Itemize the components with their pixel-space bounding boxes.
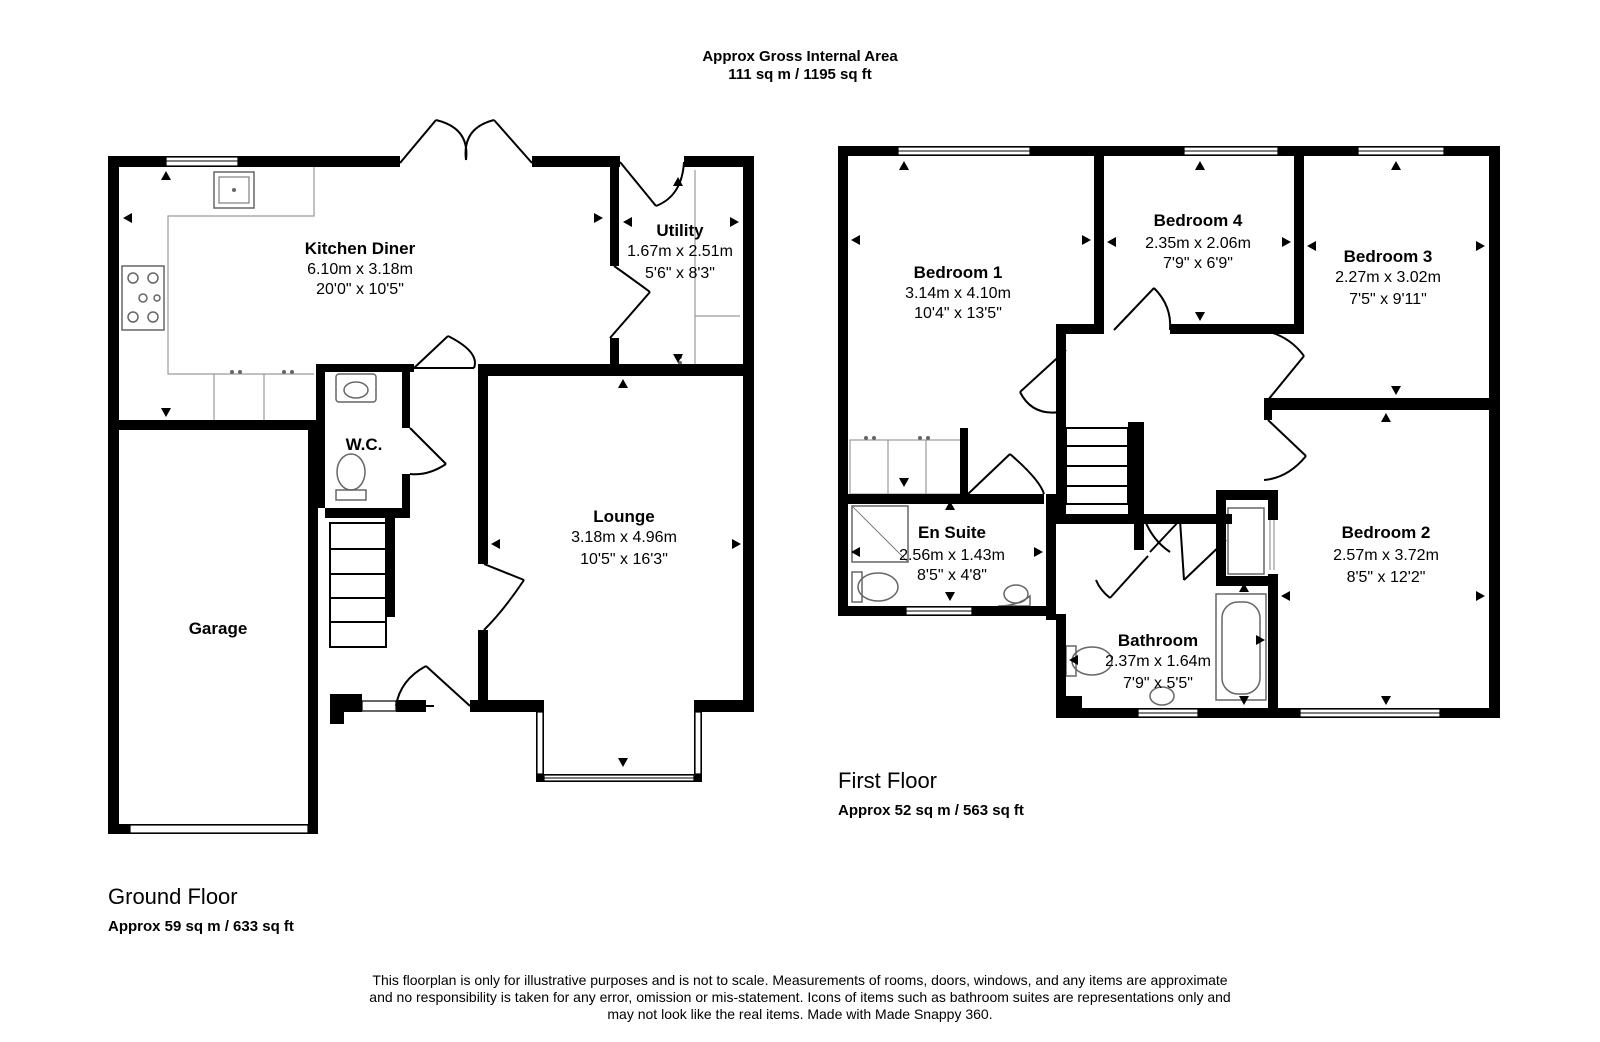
wc-fixtures — [335, 373, 377, 501]
first-floor-plan — [838, 146, 1500, 718]
garage-name: Garage — [189, 619, 248, 638]
disclaimer-line-1: This floorplan is only for illustrative … — [372, 972, 1228, 988]
wc-name: W.C. — [346, 435, 383, 454]
lounge-imperial: 10'5" x 16'3" — [580, 551, 668, 568]
ground-floor-walls — [108, 156, 754, 834]
room-labels: Kitchen Diner 6.10m x 3.18m 20'0" x 10'5… — [189, 211, 1441, 692]
bathroom-metric: 2.37m x 1.64m — [1105, 653, 1211, 670]
ground-stairs — [329, 515, 395, 648]
gross-area-value: 111 sq m / 1195 sq ft — [728, 66, 872, 83]
utility-imperial: 5'6" x 8'3" — [645, 265, 715, 282]
bedroom3-imperial: 7'5" x 9'11" — [1349, 291, 1427, 308]
kitchen-worktop — [116, 165, 740, 420]
window-lines — [166, 160, 694, 779]
ff-window-lines — [898, 150, 1444, 714]
ensuite-imperial: 8'5" x 4'8" — [917, 567, 987, 584]
first-stairs — [1065, 427, 1129, 505]
ensuite-metric: 2.56m x 1.43m — [899, 547, 1005, 564]
first-floor-doors — [967, 287, 1307, 599]
kitchen-imperial: 20'0" x 10'5" — [316, 281, 404, 298]
bedroom2-metric: 2.57m x 3.72m — [1333, 547, 1439, 564]
sink-icon — [213, 171, 255, 209]
ground-floor-area: Approx 59 sq m / 633 sq ft — [108, 918, 294, 935]
bathroom-imperial: 7'9" x 5'5" — [1123, 675, 1193, 692]
ground-floor-doors — [395, 119, 685, 707]
bedroom4-name: Bedroom 4 — [1154, 211, 1243, 230]
wardrobe-knobs — [864, 436, 930, 440]
first-floor-area: Approx 52 sq m / 563 sq ft — [838, 802, 1024, 819]
first-floor-walls — [838, 146, 1500, 718]
disclaimer-line-3: may not look like the real items. Made w… — [607, 1006, 993, 1022]
ground-floor-title: Ground Floor — [108, 884, 238, 909]
bedroom1-metric: 3.14m x 4.10m — [905, 285, 1011, 302]
bedroom1-name: Bedroom 1 — [914, 263, 1003, 282]
ensuite-fixtures — [851, 505, 1031, 607]
disclaimer-line-2: and no responsibility is taken for any e… — [369, 989, 1231, 1005]
bedroom1-wardrobes — [849, 439, 963, 495]
first-floor-title: First Floor — [838, 768, 937, 793]
bedroom4-imperial: 7'9" x 6'9" — [1163, 255, 1233, 272]
kitchen-name: Kitchen Diner — [305, 239, 416, 258]
kitchen-metric: 6.10m x 3.18m — [307, 261, 413, 278]
lounge-metric: 3.18m x 4.96m — [571, 529, 677, 546]
bedroom4-metric: 2.35m x 2.06m — [1145, 235, 1251, 252]
bedroom3-metric: 2.27m x 3.02m — [1335, 269, 1441, 286]
gross-area-title: Approx Gross Internal Area — [702, 48, 898, 65]
ground-floor-plan — [108, 119, 754, 834]
hob-icon — [121, 265, 165, 331]
lounge-name: Lounge — [593, 507, 654, 526]
bedroom2-imperial: 8'5" x 12'2" — [1347, 569, 1426, 586]
bedroom1-imperial: 10'4" x 13'5" — [914, 305, 1002, 322]
bedroom3-name: Bedroom 3 — [1344, 247, 1433, 266]
bathroom-name: Bathroom — [1118, 631, 1198, 650]
utility-name: Utility — [656, 221, 704, 240]
disclaimer: This floorplan is only for illustrative … — [300, 972, 1300, 1023]
ensuite-name: En Suite — [918, 523, 986, 542]
utility-metric: 1.67m x 2.51m — [627, 243, 733, 260]
bedroom2-name: Bedroom 2 — [1342, 523, 1431, 542]
ground-dimension-arrows — [123, 171, 741, 767]
